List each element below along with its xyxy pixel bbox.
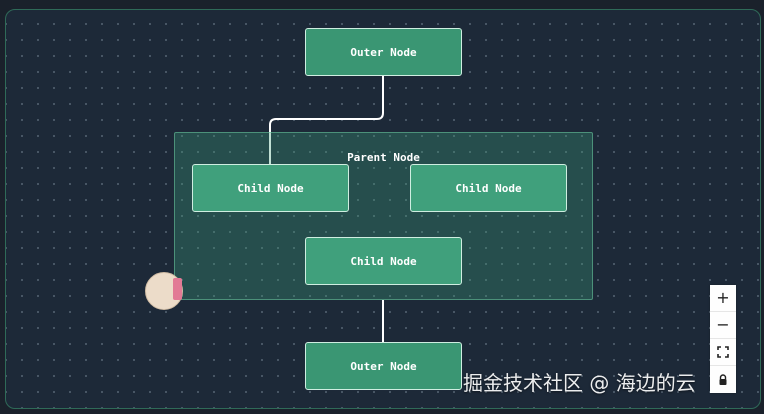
outer-node-top[interactable]: Outer Node — [305, 28, 462, 76]
flow-controls: + − — [710, 285, 736, 393]
parent-node-label: Parent Node — [347, 151, 420, 164]
child-node-bottom[interactable]: Child Node — [305, 237, 462, 285]
child-node-left[interactable]: Child Node — [192, 164, 349, 212]
outer-node-bottom[interactable]: Outer Node — [305, 342, 462, 390]
child-node-right[interactable]: Child Node — [410, 164, 567, 212]
lock-button[interactable] — [710, 366, 736, 393]
minus-icon: − — [716, 315, 730, 334]
resize-handle-marker[interactable] — [173, 278, 182, 300]
watermark-text: 掘金技术社区 @ 海边的云 — [463, 371, 696, 395]
zoom-out-button[interactable]: − — [710, 312, 736, 339]
plus-icon: + — [716, 288, 730, 307]
fit-view-icon — [717, 346, 729, 358]
zoom-in-button[interactable]: + — [710, 285, 736, 312]
fit-view-button[interactable] — [710, 339, 736, 366]
lock-icon — [719, 373, 727, 385]
